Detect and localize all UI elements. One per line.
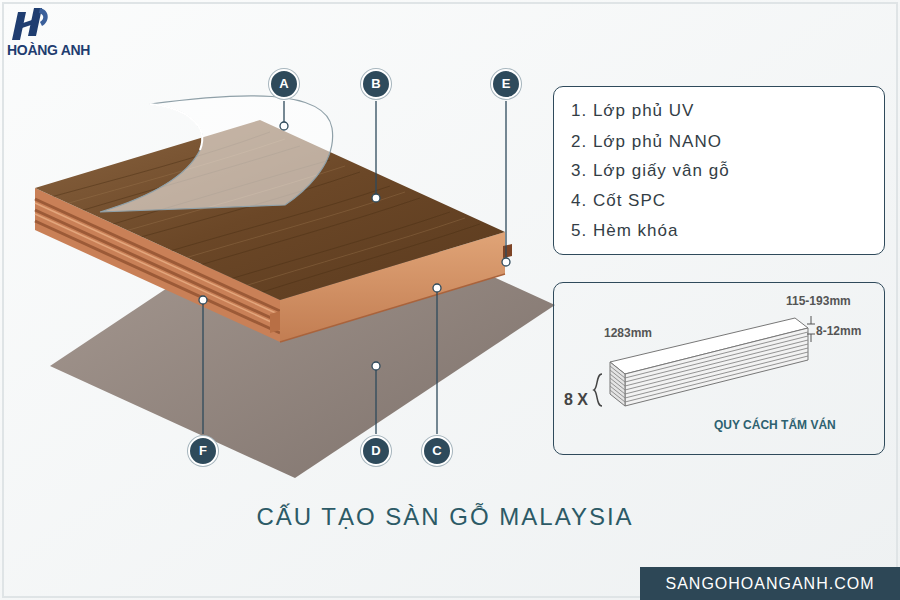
website-bar: SANGOHOANGANH.COM: [640, 567, 900, 600]
groove: [503, 244, 512, 258]
callout-letter: E: [491, 69, 521, 99]
callout-letter-text: D: [371, 444, 380, 458]
layer-item: 2. Lớp phủ NANO: [571, 131, 722, 153]
callout-letter-text: A: [279, 77, 288, 91]
logo-icon: [12, 8, 48, 40]
dimension-text: 115-193mm: [786, 293, 851, 309]
callout-letter: C: [422, 436, 452, 466]
layer-list: 1. Lớp phủ UV 2. Lớp phủ NANO 3. Lớp giấy …: [553, 86, 885, 255]
tongue: [270, 311, 280, 333]
website-text: SANGOHOANGANH.COM: [665, 574, 874, 594]
callout-letter: D: [361, 436, 391, 466]
film-curl: [150, 104, 202, 150]
callout-letter: B: [361, 69, 391, 99]
dimension-text: 8 X: [564, 390, 588, 410]
dimension-text: 1283mm: [604, 325, 652, 341]
logo-text: HOÀNG ANH: [7, 42, 90, 58]
callout-letter-text: C: [432, 444, 441, 458]
callout-letter: F: [188, 436, 218, 466]
bracket: [594, 374, 602, 406]
uv-film: [100, 96, 333, 212]
layer-item: 3. Lớp giấy vân gỗ: [571, 160, 730, 182]
callout-letter-text: F: [199, 444, 207, 458]
callout-letter-text: E: [502, 77, 511, 91]
diagram-title: CẤU TẠO SÀN GỖ MALAYSIA: [0, 500, 890, 534]
plank-stack: [594, 316, 815, 406]
leader-dots: [199, 122, 510, 370]
layer-item: 4. Cốt SPC: [571, 190, 666, 212]
spec-box: 115-193mm 1283mm 8-12mm 8 X QUY CÁCH TẤM VÁN: [553, 282, 885, 455]
callout-letter: A: [269, 69, 299, 99]
layer-item: 5. Hèm khóa: [571, 220, 678, 242]
layer-item: 1. Lớp phủ UV: [571, 100, 694, 122]
dimension-text: 8-12mm: [816, 323, 861, 339]
dimension-text: QUY CÁCH TẤM VÁN: [714, 417, 836, 433]
callout-letter-text: B: [371, 77, 380, 91]
leader-lines: [203, 101, 506, 434]
